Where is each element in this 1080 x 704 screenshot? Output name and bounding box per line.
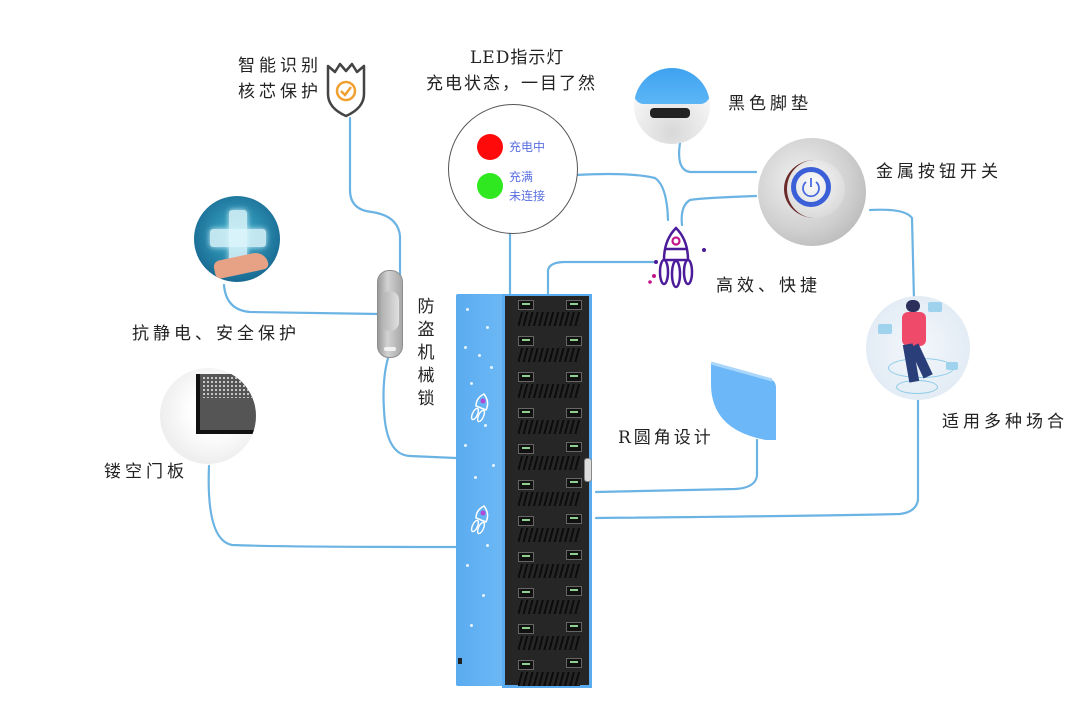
r-corner-label: R圆角设计 [618,428,714,448]
slot-indicator [518,300,534,310]
side-star-decal [464,444,467,447]
connector-cabinet-rocket [546,260,658,296]
slot-indicator [566,372,582,382]
cabinet-door-lock [584,458,592,482]
rocket-icon [648,226,706,289]
connector-anti-static [222,283,382,316]
slot-indicator [518,516,534,526]
side-star-decal [470,624,473,627]
hollow-door-label: 镂空门板 [104,462,188,482]
slot-indicator [518,660,534,670]
connector-smart-id [348,116,402,282]
efficient-label: 高效、快捷 [716,276,821,296]
side-star-decal [490,366,493,369]
cabinet-rocket-decal-icon [470,393,489,423]
slot-indicator [566,586,582,596]
connector-led-rocket [573,172,670,222]
vent-grille [518,420,580,434]
power-icon [802,178,820,198]
slot-indicator [518,372,534,382]
hollow-door-photo [160,368,256,464]
side-star-decal [466,564,469,567]
slot-indicator [566,658,582,668]
slot-indicator [566,408,582,418]
slot-indicator [566,514,582,524]
smart-id-label-2: 核芯保护 [238,82,322,102]
vent-grille [518,636,580,650]
vent-grille [518,564,580,578]
charging-cabinet [456,294,596,694]
medical-cross-icon [210,210,266,266]
slot-indicator [518,444,534,454]
foot-pad-label: 黑色脚垫 [728,94,812,114]
led-red-dot [477,134,503,160]
vent-grille [518,672,580,686]
anti-theft-lock-label: 防盗机械锁 [417,297,435,409]
led-title-1: LED指示灯 [470,48,565,68]
slot-indicator [518,552,534,562]
led-full-label: 充满 [509,170,534,184]
side-star-decal [486,544,489,547]
r-corner-image [710,361,776,440]
connector-foot-pad [678,141,758,174]
vent-grille [518,456,580,470]
slot-indicator [566,442,582,452]
shield-check-icon [326,62,366,118]
metal-button-photo [758,138,866,246]
connector-multi-scene [594,398,920,520]
slot-indicator [518,408,534,418]
led-indicator-panel: 充电中 充满 未连接 [448,104,578,234]
anti-static-photo [194,196,280,282]
connector-button-rocket [680,194,758,227]
anti-static-label: 抗静电、安全保护 [132,324,300,344]
led-charging-label: 充电中 [509,140,546,154]
vent-grille [518,492,580,506]
multi-scene-photo [866,296,970,400]
side-star-decal [470,382,473,385]
slot-indicator [566,550,582,560]
slot-indicator [518,480,534,490]
vent-grille [518,528,580,542]
led-green-dot [477,173,503,199]
lock-handle-image [377,270,403,358]
smart-id-label-1: 智能识别 [238,56,322,76]
multi-scene-label: 适用多种场合 [942,412,1068,432]
cabinet-power-port [458,658,462,664]
slot-indicator [566,622,582,632]
metal-button-label: 金属按钮开关 [876,162,1002,182]
led-title-2: 充电状态，一目了然 [426,74,597,94]
vent-grille [518,384,580,398]
side-star-decal [464,346,467,349]
side-star-decal [486,326,489,329]
slot-indicator [518,336,534,346]
cabinet-side-panel [456,294,502,686]
slot-indicator [566,300,582,310]
led-disconnected-label: 未连接 [509,189,546,203]
slot-indicator [518,624,534,634]
slot-indicator [566,336,582,346]
vent-grille [518,600,580,614]
side-star-decal [484,424,487,427]
vent-grille [518,312,580,326]
slot-indicator [518,588,534,598]
side-star-decal [466,308,469,311]
connector-button-right [868,208,916,302]
cabinet-rocket-decal-icon [470,505,489,535]
connector-lock [382,356,458,460]
vent-grille [518,348,580,362]
connector-hollow-door [207,464,458,549]
side-star-decal [482,594,485,597]
side-star-decal [478,354,481,357]
side-star-decal [492,464,495,467]
foot-pad-photo [634,68,710,144]
side-star-decal [474,476,477,479]
slot-indicator [566,478,582,488]
connector-r-corner [594,438,759,494]
